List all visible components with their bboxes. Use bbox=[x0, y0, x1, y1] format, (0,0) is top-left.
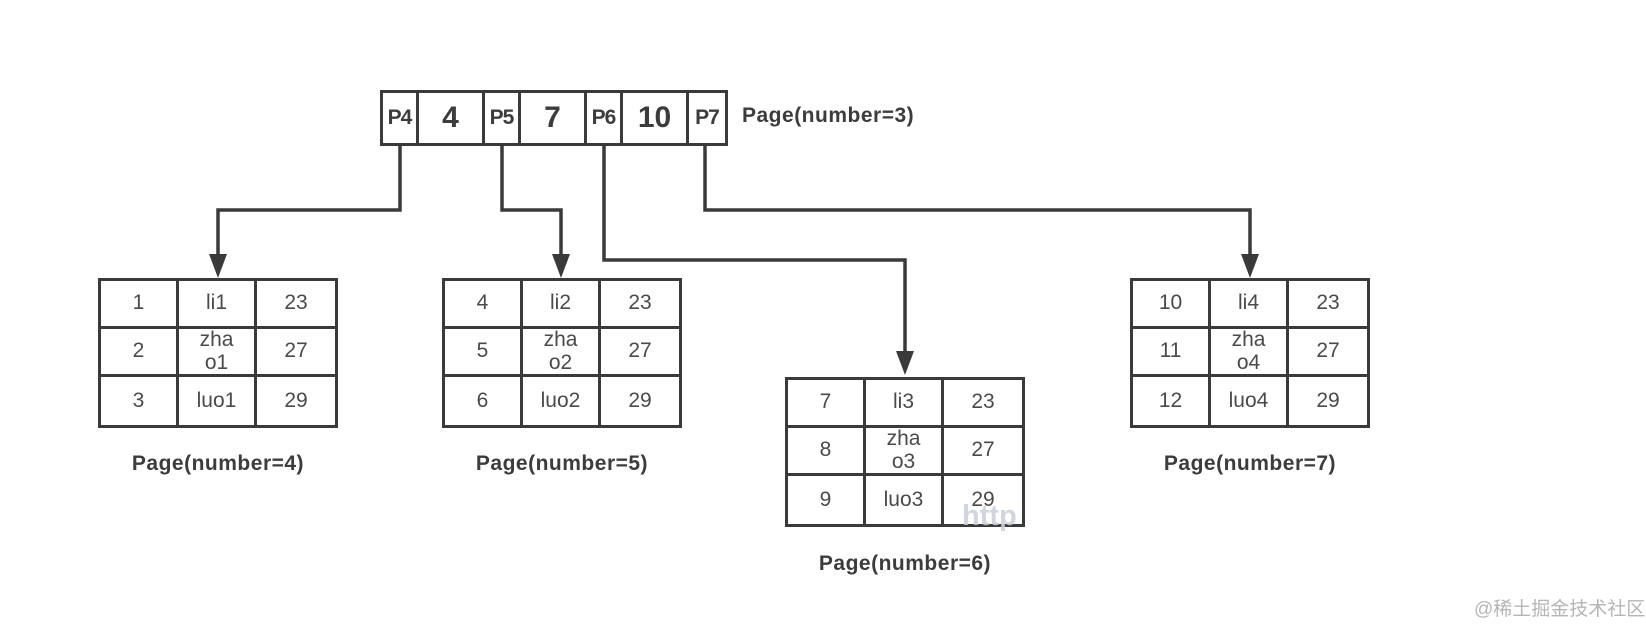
table-cell: 12 bbox=[1133, 377, 1211, 425]
arrow-p5-to-page5 bbox=[500, 146, 570, 278]
leaf-page-6-label: Page(number=6) bbox=[818, 552, 992, 575]
table-cell: luo2 bbox=[523, 377, 601, 425]
table-cell: 27 bbox=[1289, 329, 1367, 377]
table-cell: 2 bbox=[101, 329, 179, 377]
table-cell: 29 bbox=[284, 388, 308, 412]
table-cell: 29 bbox=[628, 388, 652, 412]
leaf-page-7-table: 10 li4 23 11 zha o4 27 12 luo4 29 bbox=[1130, 278, 1370, 428]
table-cell: li4 bbox=[1211, 281, 1289, 329]
table-cell: 23 bbox=[257, 281, 335, 329]
table-cell: 27 bbox=[944, 428, 1022, 476]
table-cell: 6 bbox=[445, 377, 523, 425]
leaf-page-4-table: 1 li1 23 2 zha o1 27 3 luo1 29 bbox=[98, 278, 338, 428]
key-cell-10: 10 bbox=[623, 93, 689, 143]
leaf-page-6-table: 7 li3 23 8 zha o3 27 9 luo3 29 bbox=[785, 377, 1025, 527]
table-cell: 27 bbox=[257, 329, 335, 377]
table-cell: 11 bbox=[1133, 329, 1211, 377]
table-cell: luo1 bbox=[179, 377, 257, 425]
key-cell-7: 7 bbox=[521, 93, 587, 143]
table-cell: 4 bbox=[445, 281, 523, 329]
table-cell: 23 bbox=[601, 281, 679, 329]
table-cell: zha o2 bbox=[523, 329, 601, 377]
table-cell: 1 bbox=[101, 281, 179, 329]
table-cell: zha o1 bbox=[179, 329, 257, 377]
table-cell: luo4 bbox=[1211, 377, 1289, 425]
pointer-cell-p5: P5 bbox=[485, 93, 521, 143]
root-page-node: P4 4 P5 7 P6 10 P7 bbox=[380, 90, 728, 146]
pointer-cell-p7: P7 bbox=[695, 106, 720, 129]
table-cell: 5 bbox=[445, 329, 523, 377]
arrow-p7-to-page7 bbox=[703, 146, 1259, 278]
pointer-cell-p4: P4 bbox=[383, 93, 419, 143]
partial-url-watermark: http bbox=[962, 500, 1017, 532]
table-cell: 9 bbox=[788, 476, 866, 524]
table-cell: 8 bbox=[788, 428, 866, 476]
pointer-cell-p6: P6 bbox=[587, 93, 623, 143]
root-page-label: Page(number=3) bbox=[742, 104, 915, 127]
table-cell: 29 bbox=[1316, 388, 1340, 412]
table-cell: 23 bbox=[1289, 281, 1367, 329]
table-cell: 29 bbox=[971, 487, 995, 511]
table-cell: li2 bbox=[523, 281, 601, 329]
leaf-page-7-label: Page(number=7) bbox=[1163, 452, 1337, 475]
table-cell: 27 bbox=[601, 329, 679, 377]
table-cell: li3 bbox=[866, 380, 944, 428]
arrow-p6-to-page6 bbox=[602, 146, 914, 375]
table-cell: zha o4 bbox=[1211, 329, 1289, 377]
key-cell-4: 4 bbox=[419, 93, 485, 143]
table-cell: 10 bbox=[1133, 281, 1211, 329]
leaf-page-4-label: Page(number=4) bbox=[131, 452, 305, 475]
community-watermark: @稀土掘金技术社区 bbox=[1474, 599, 1646, 620]
arrow-p4-to-page4 bbox=[209, 146, 402, 278]
table-cell: li1 bbox=[179, 281, 257, 329]
table-cell: 3 bbox=[101, 377, 179, 425]
table-cell: 7 bbox=[788, 380, 866, 428]
table-cell: 23 bbox=[944, 380, 1022, 428]
table-cell: luo3 bbox=[866, 476, 944, 524]
leaf-page-5-table: 4 li2 23 5 zha o2 27 6 luo2 29 bbox=[442, 278, 682, 428]
table-cell: zha o3 bbox=[866, 428, 944, 476]
leaf-page-5-label: Page(number=5) bbox=[475, 452, 649, 475]
